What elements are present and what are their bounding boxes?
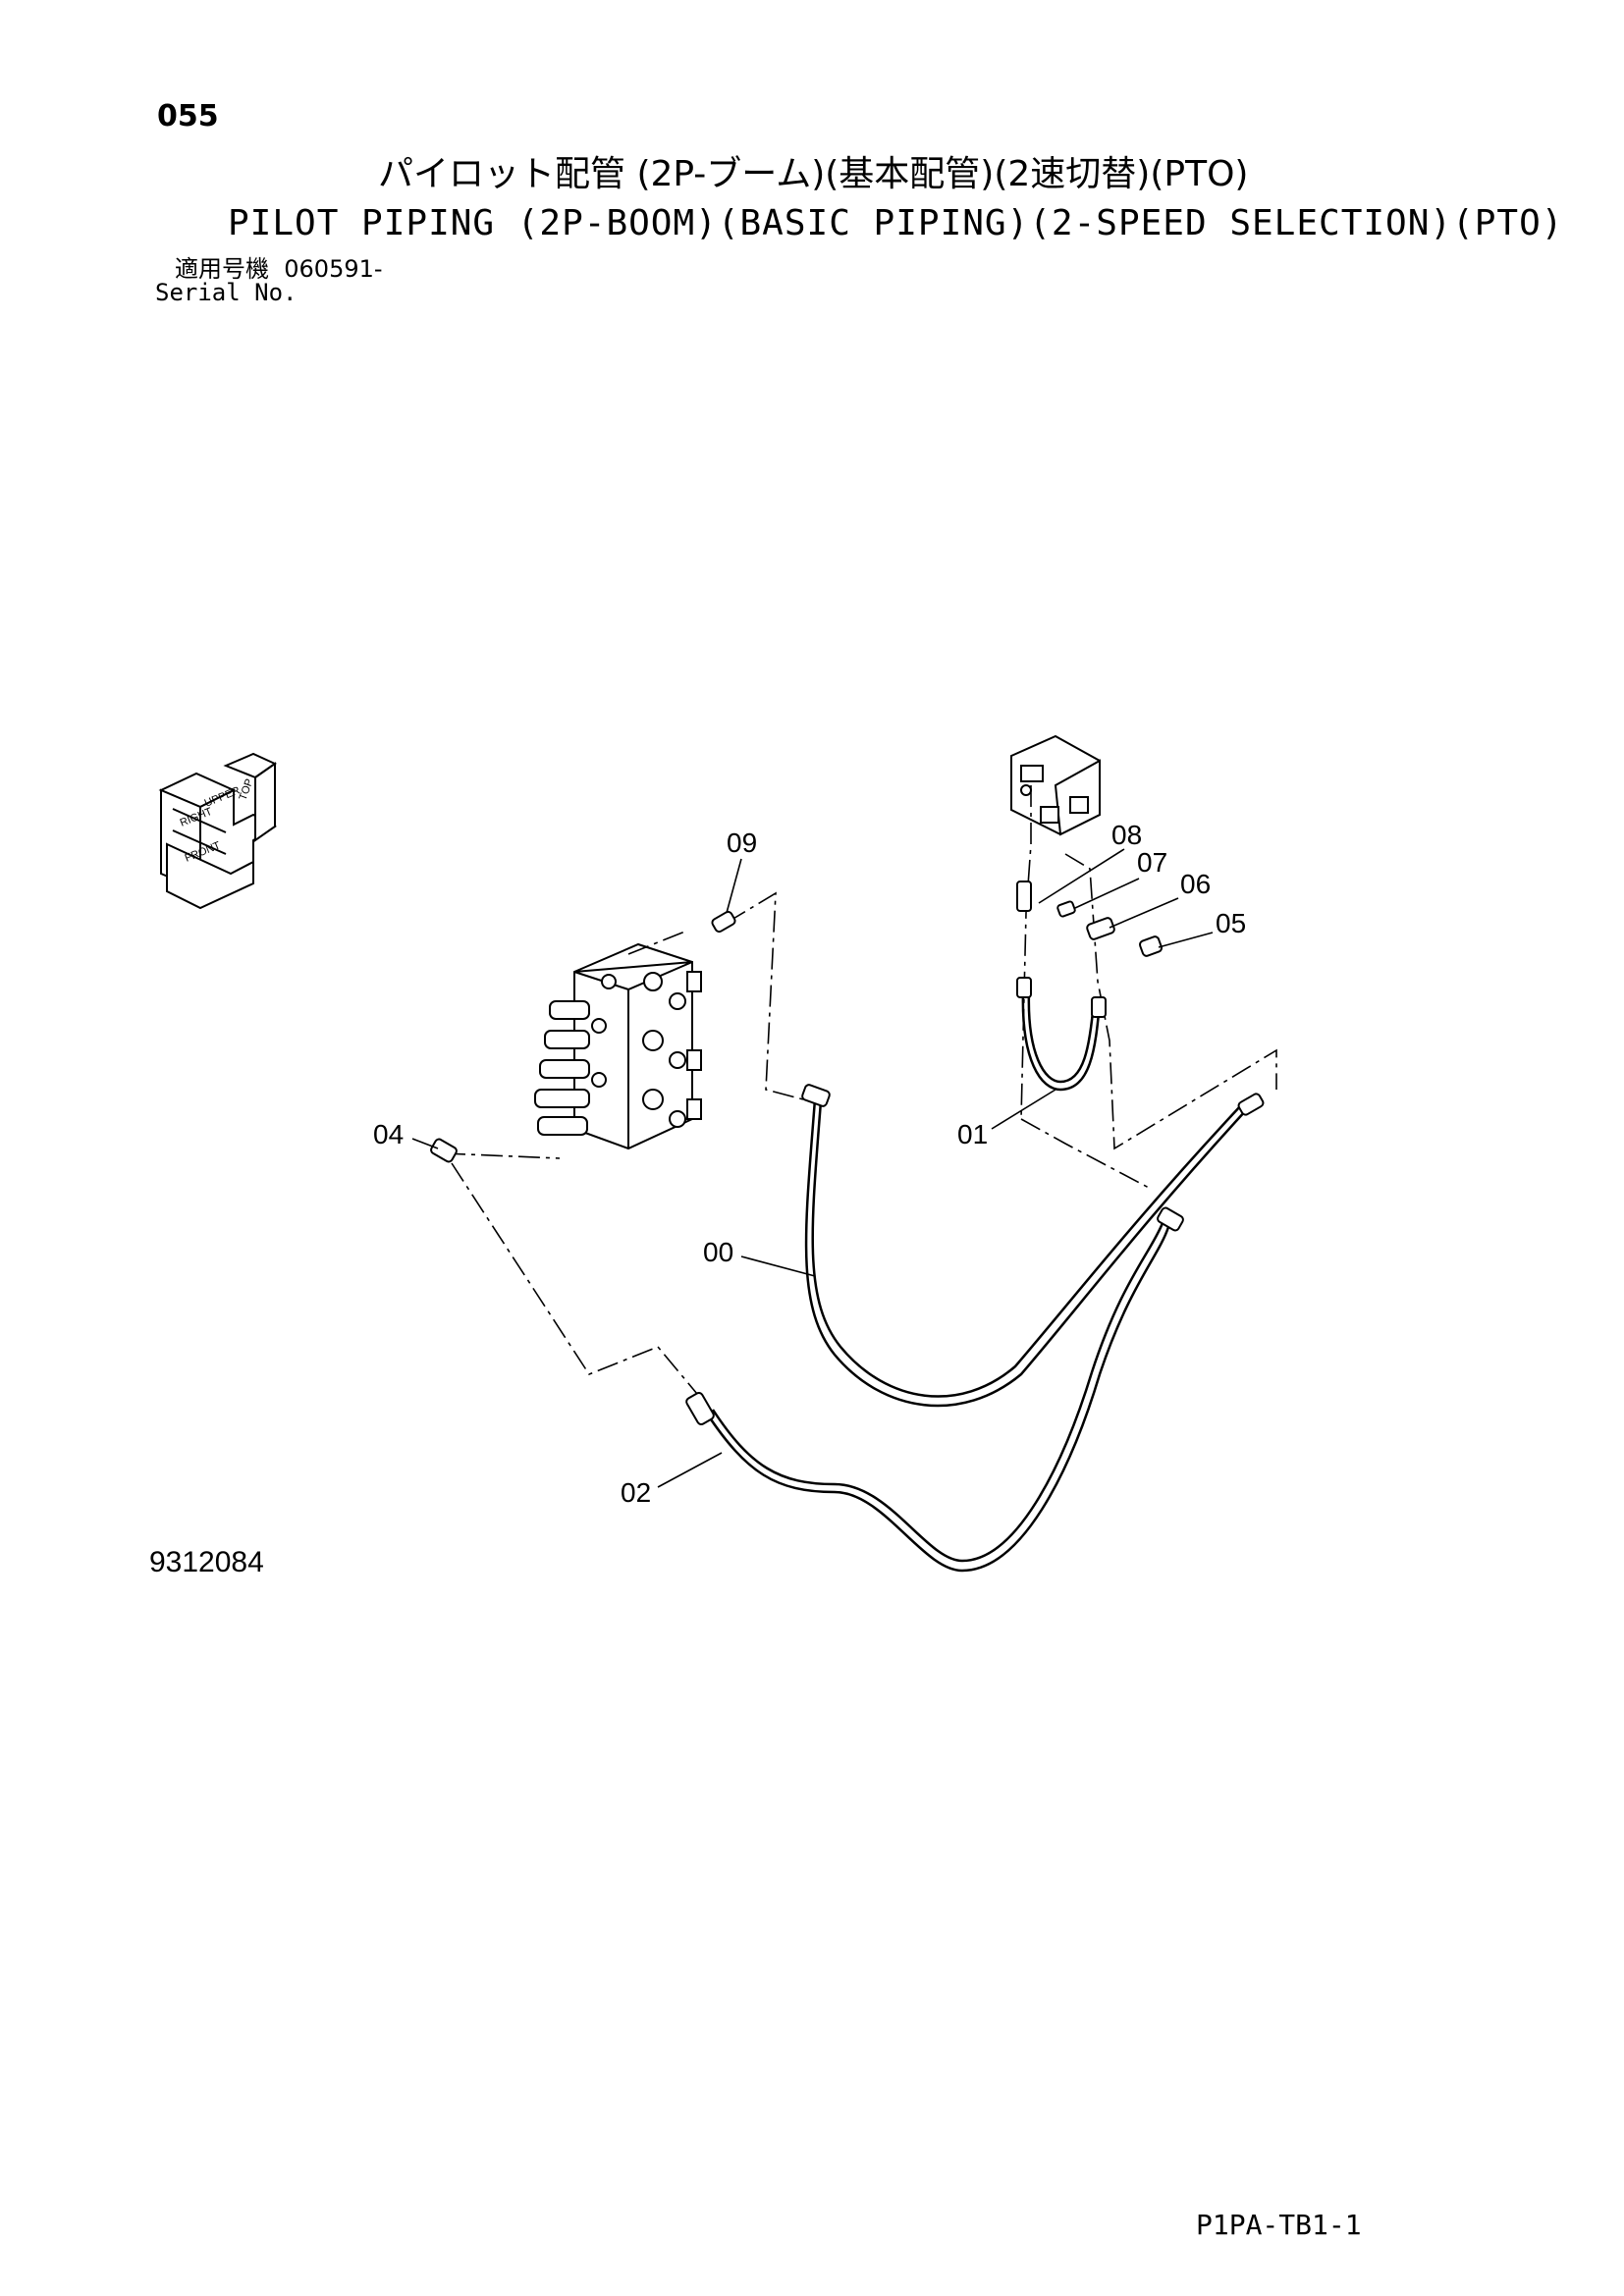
serial-value: 060591- xyxy=(284,255,383,283)
title-english: PILOT PIPING (2P-BOOM)(BASIC PIPING)(2-S… xyxy=(228,203,1564,243)
document-code: P1PA-TB1-1 xyxy=(1196,2209,1362,2241)
callout-02: 02 xyxy=(621,1477,651,1508)
hose-lines xyxy=(705,990,1248,1573)
callout-leaders xyxy=(411,848,1214,1488)
serial-row-japanese: 適用号機 060591- xyxy=(175,257,383,281)
callout-06: 06 xyxy=(1180,869,1211,899)
page-number: 055 xyxy=(157,99,219,133)
callout-05: 05 xyxy=(1216,908,1246,938)
callout-00: 00 xyxy=(703,1237,733,1267)
callout-01: 01 xyxy=(957,1119,988,1149)
orientation-label-top: TOP xyxy=(238,777,256,802)
serial-label-english: Serial No. xyxy=(155,279,298,306)
title-japanese: パイロット配管 (2P-ブーム)(基本配管)(2速切替)(PTO) xyxy=(378,154,1249,194)
orientation-indicator-icon: FRONT RIGHT UPPER TOP xyxy=(158,752,278,910)
callout-04: 04 xyxy=(373,1119,404,1149)
pilot-valve-block xyxy=(1010,734,1101,836)
callout-09: 09 xyxy=(727,828,757,858)
fittings xyxy=(430,881,1265,1426)
callout-08: 08 xyxy=(1111,820,1142,850)
serial-label-japanese: 適用号機 xyxy=(175,255,269,283)
figure-id: 9312084 xyxy=(149,1546,264,1578)
callout-07: 07 xyxy=(1137,847,1167,878)
control-valve-assembly xyxy=(534,942,702,1150)
